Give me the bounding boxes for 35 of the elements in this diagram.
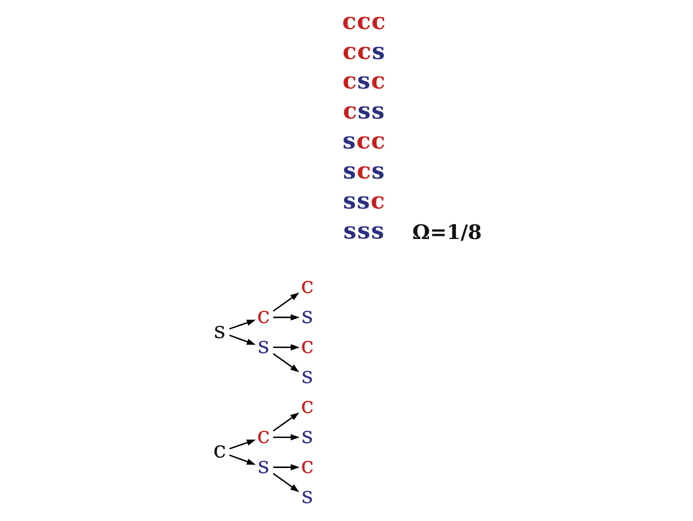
node-text: c: [257, 303, 270, 330]
node-text: c: [300, 273, 314, 300]
arrow: [273, 314, 300, 320]
label: scc: [342, 128, 386, 155]
node-text: c: [300, 453, 314, 480]
node-text: s: [258, 453, 270, 480]
arrow: [272, 292, 300, 312]
arrow: [229, 334, 256, 345]
label: sss: [343, 218, 384, 245]
arrow: [272, 412, 300, 432]
arrow: [273, 434, 300, 440]
node-text: s: [301, 363, 314, 390]
node-text: c: [257, 423, 270, 450]
node-text: s: [214, 318, 226, 344]
arrow: [272, 473, 300, 492]
arrow: [272, 353, 300, 372]
node-text: s: [301, 423, 314, 450]
label: scs: [343, 158, 384, 185]
node-text: c: [300, 333, 314, 360]
label: ccc: [342, 8, 386, 35]
label: ssc: [343, 188, 385, 215]
node-text: s: [301, 482, 314, 509]
arrow: [229, 320, 256, 330]
arrow: [229, 454, 256, 465]
label: csc: [342, 68, 386, 95]
label: Ω=1/8: [412, 220, 482, 244]
arrow: [273, 344, 300, 350]
node-text: s: [258, 333, 270, 360]
node-text: c: [213, 438, 226, 464]
label: css: [343, 98, 384, 125]
node-text: s: [301, 303, 314, 330]
node-text: c: [300, 393, 314, 420]
arrow: [229, 440, 256, 450]
label: ccs: [342, 38, 385, 65]
arrow: [273, 464, 300, 470]
